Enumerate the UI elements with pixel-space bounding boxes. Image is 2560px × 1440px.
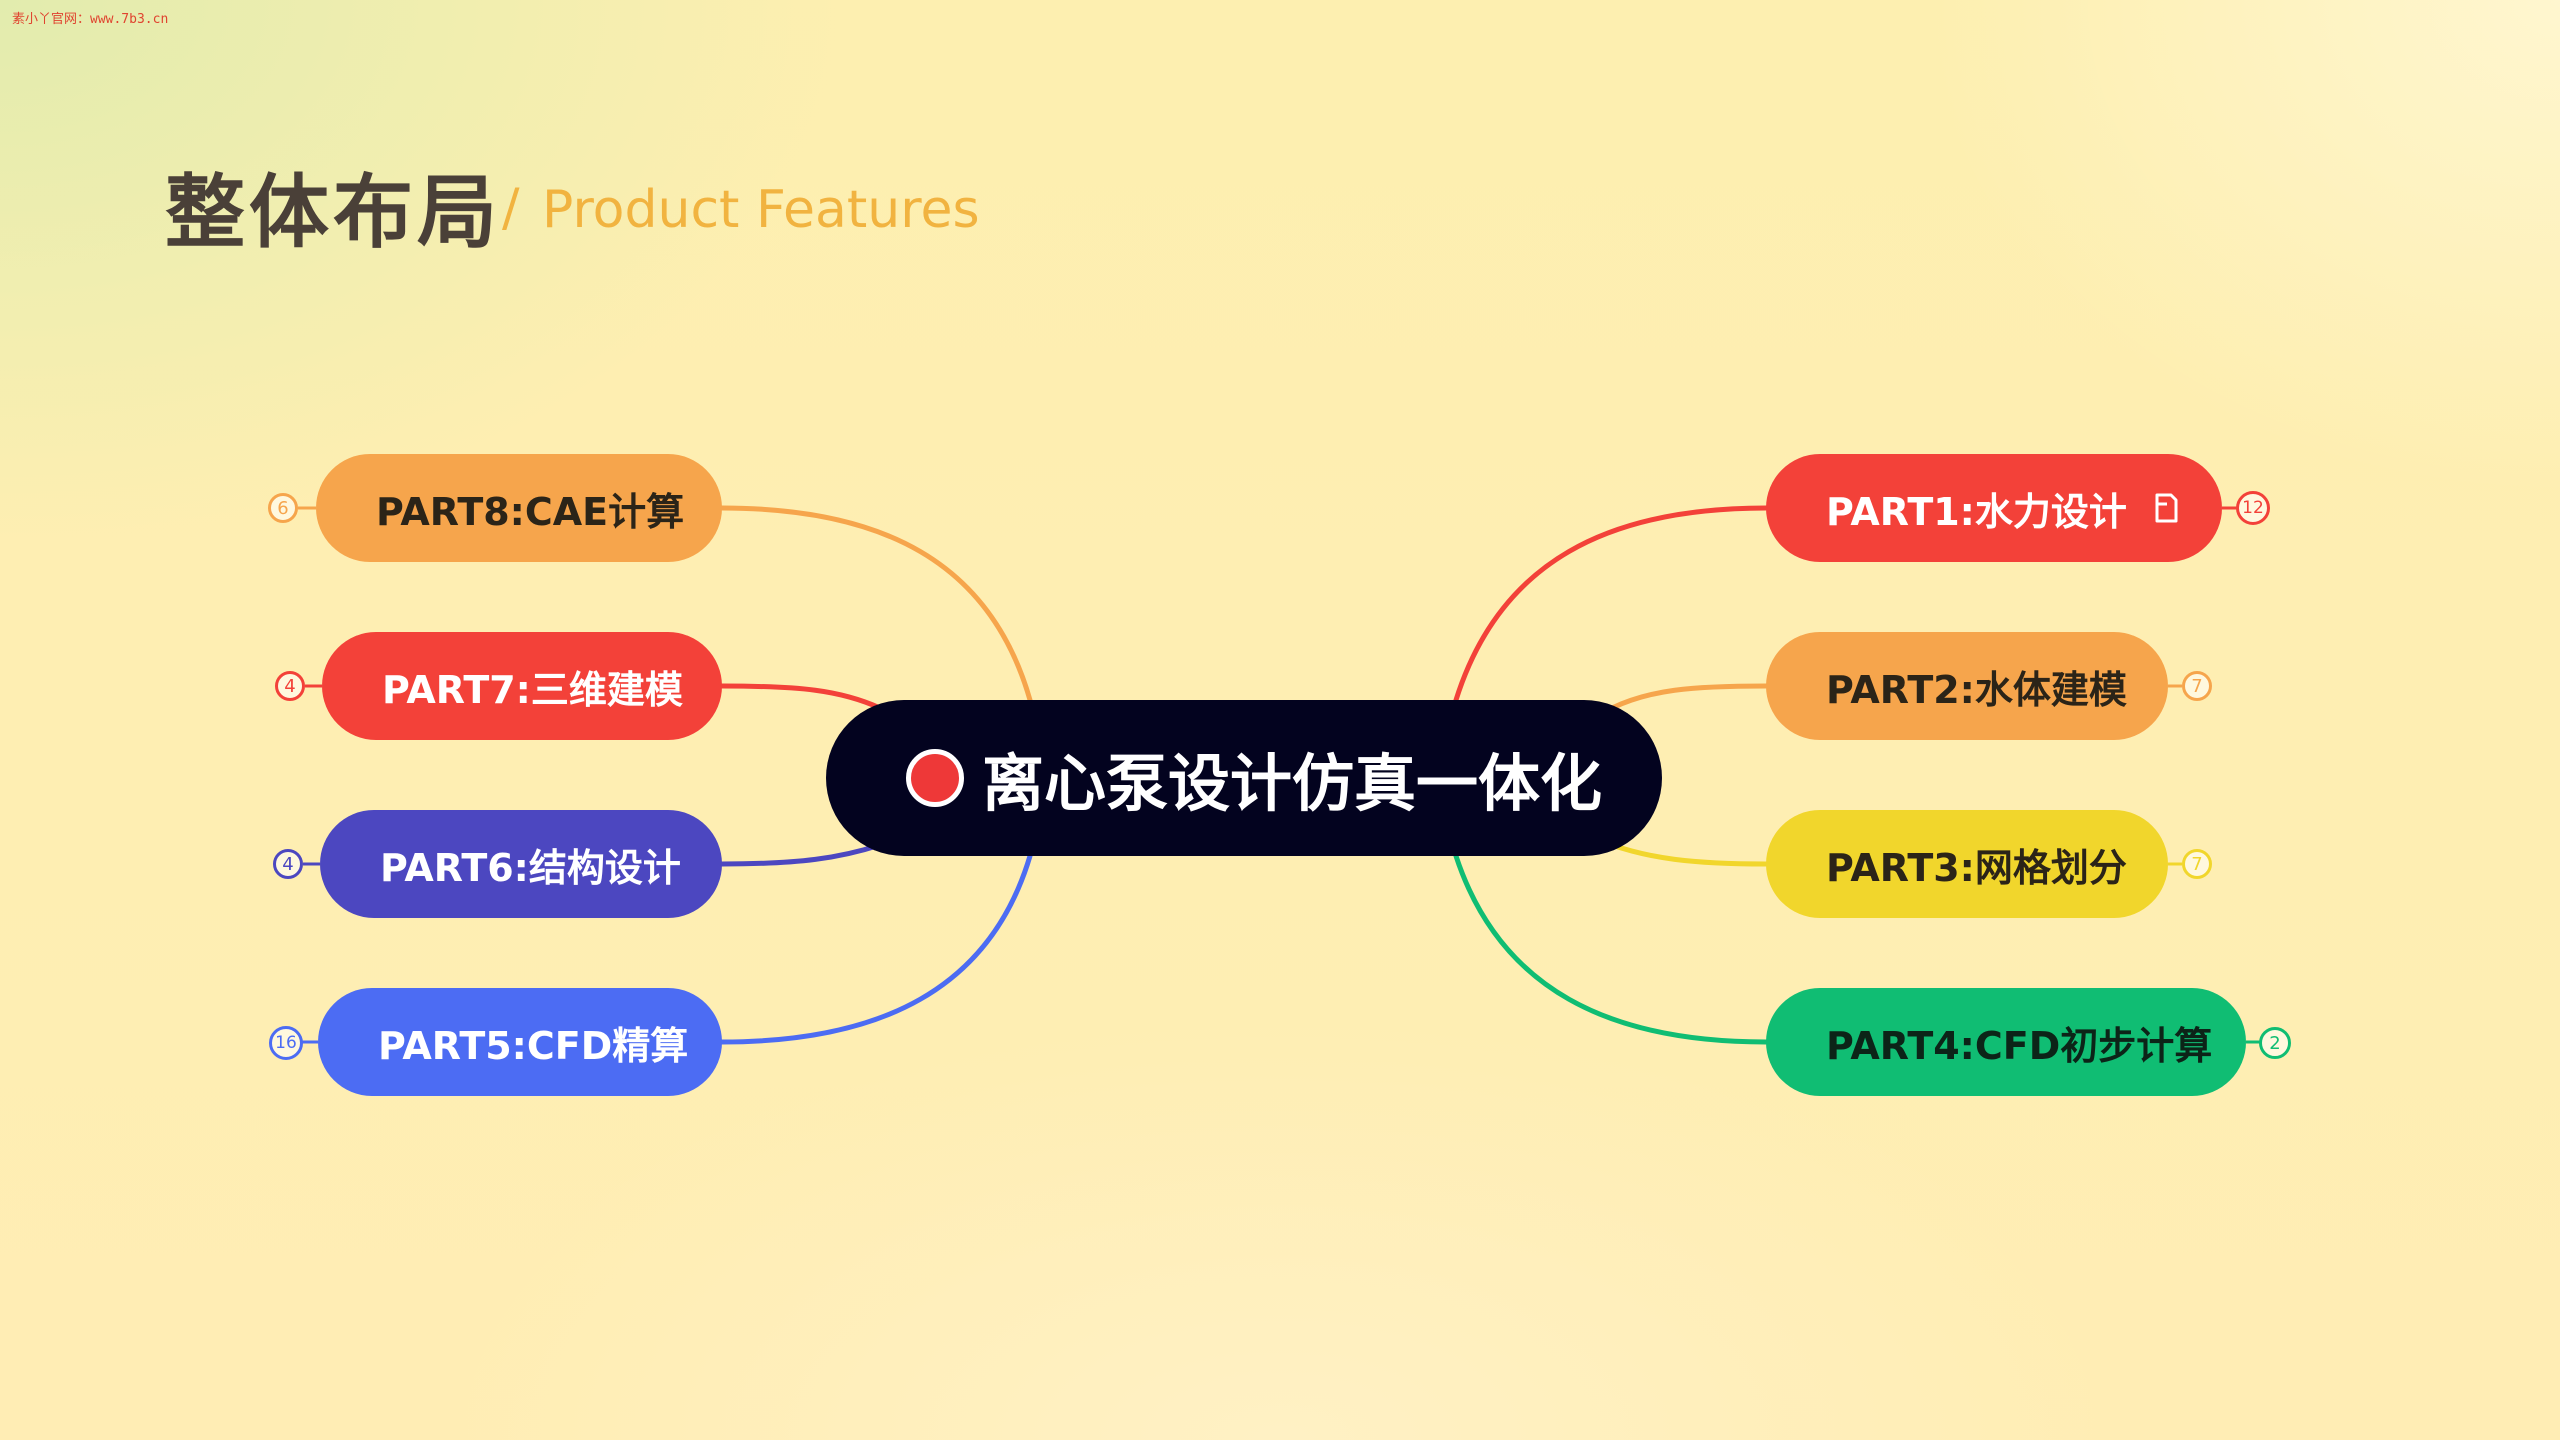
branch-part2-label: PART2:水体建模 xyxy=(1826,667,2127,712)
badge-part1-count[interactable]: 12 xyxy=(2236,491,2270,525)
badge-part7-count[interactable]: 4 xyxy=(275,671,305,701)
branch-part1[interactable]: PART1:水力设计 xyxy=(1766,454,2222,562)
branch-part7[interactable]: PART7:三维建模 xyxy=(322,632,722,740)
connector-part7 xyxy=(719,683,883,711)
branch-part3-label: PART3:网格划分 xyxy=(1826,845,2127,890)
note-icon[interactable] xyxy=(2153,492,2179,524)
branch-part6-label: PART6:结构设计 xyxy=(380,845,681,890)
central-topic-label: 离心泵设计仿真一体化 xyxy=(982,747,1603,820)
branch-part2[interactable]: PART2:水体建模 xyxy=(1766,632,2168,740)
title-separator: / xyxy=(502,178,520,238)
connector-part8 xyxy=(719,505,1033,703)
watermark: 素小丫官网：www.7b3.cn xyxy=(12,12,169,27)
badge-part8-count[interactable]: 6 xyxy=(268,493,298,523)
record-dot-icon xyxy=(906,749,964,807)
branch-part4[interactable]: PART4:CFD初步计算 xyxy=(1766,988,2246,1096)
branch-part8[interactable]: PART8:CAE计算 xyxy=(316,454,722,562)
branch-part1-label: PART1:水力设计 xyxy=(1826,489,2127,534)
page-title: 整体布局 xyxy=(165,166,501,259)
connector-part4 xyxy=(1453,853,1769,1045)
connector-part3 xyxy=(1609,842,1769,867)
badge-part3-count[interactable]: 7 xyxy=(2182,849,2212,879)
badge-part4-count[interactable]: 2 xyxy=(2259,1027,2291,1059)
page-subtitle: Product Features xyxy=(542,180,980,240)
connector-part1 xyxy=(1453,505,1769,703)
branch-part7-label: PART7:三维建模 xyxy=(382,667,683,712)
connector-part5 xyxy=(719,853,1033,1045)
branch-part3[interactable]: PART3:网格划分 xyxy=(1766,810,2168,918)
badge-part5-count[interactable]: 16 xyxy=(269,1026,303,1060)
branch-part8-label: PART8:CAE计算 xyxy=(376,489,685,534)
branch-part6[interactable]: PART6:结构设计 xyxy=(320,810,722,918)
central-topic[interactable]: 离心泵设计仿真一体化 xyxy=(826,700,1662,856)
badge-part2-count[interactable]: 7 xyxy=(2182,671,2212,701)
branch-part5[interactable]: PART5:CFD精算 xyxy=(318,988,722,1096)
badge-part6-count[interactable]: 4 xyxy=(273,849,303,879)
connector-part2 xyxy=(1609,683,1769,711)
connector-part6 xyxy=(719,842,883,867)
branch-part4-label: PART4:CFD初步计算 xyxy=(1826,1023,2213,1068)
branch-part5-label: PART5:CFD精算 xyxy=(378,1023,689,1068)
